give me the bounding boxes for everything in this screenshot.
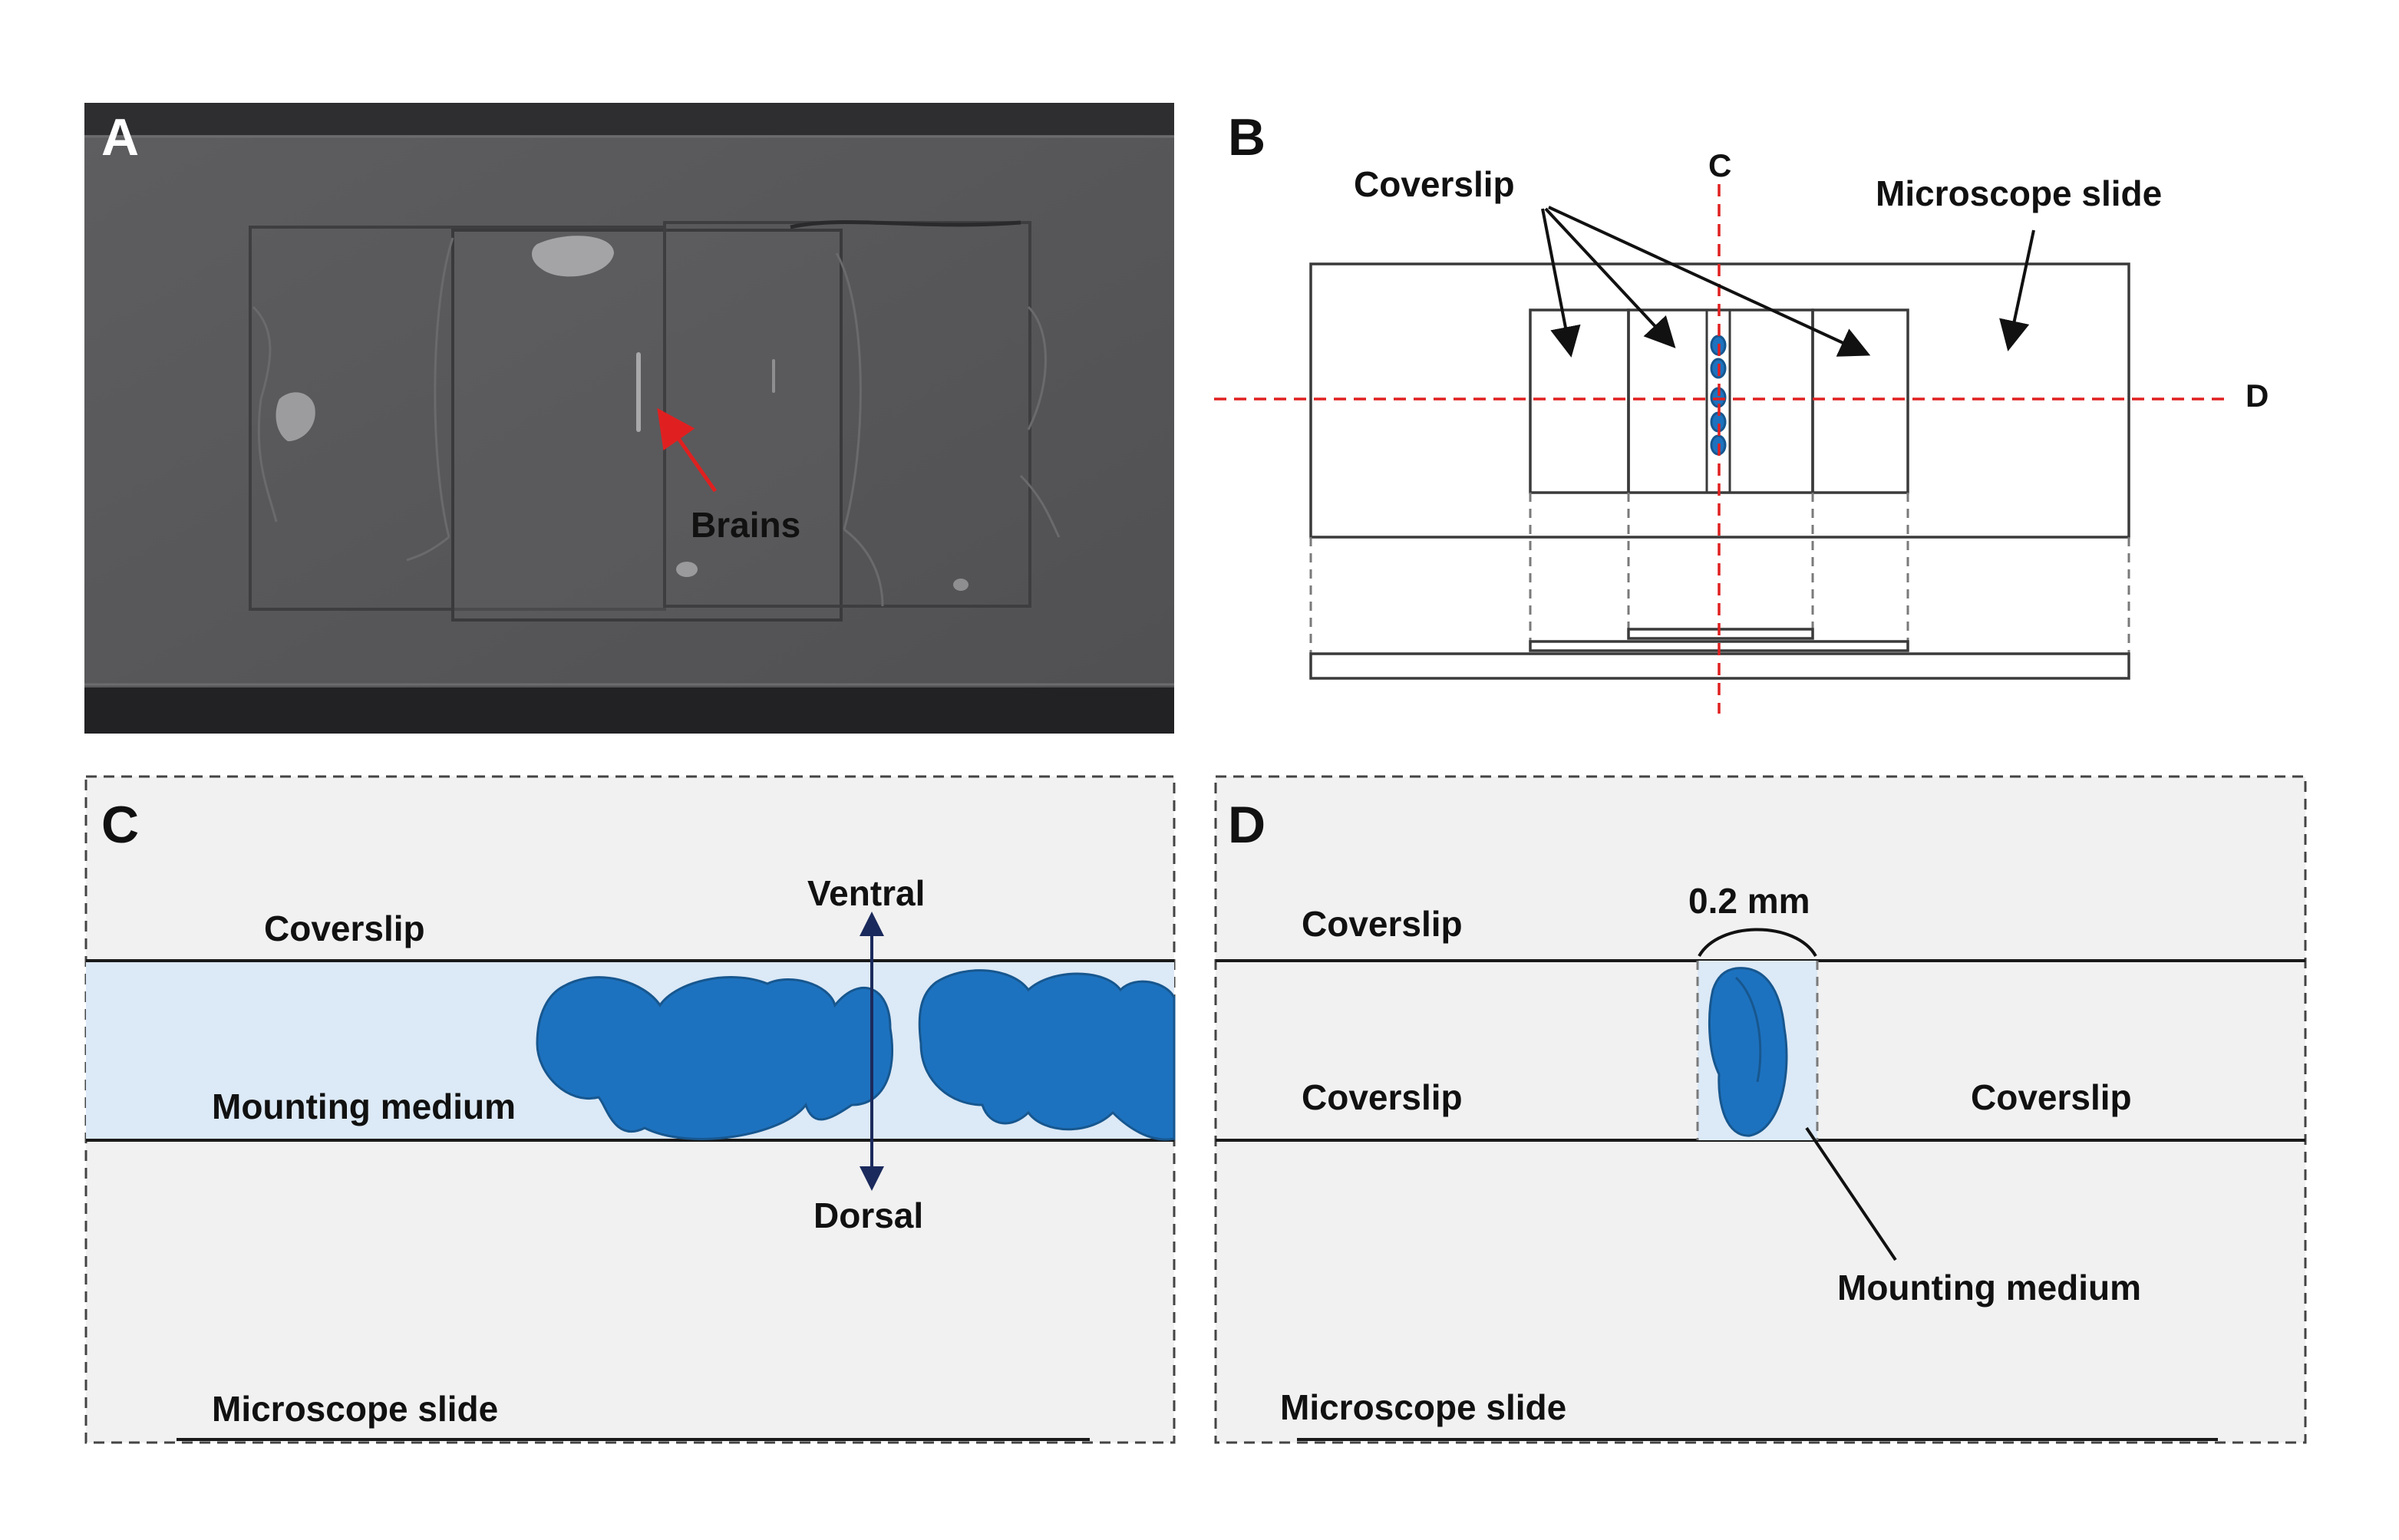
microscope-slide-label-d: Microscope slide — [1280, 1387, 1566, 1427]
brain-profile-1 — [536, 976, 894, 1140]
panel-a: Brains A — [84, 103, 1174, 734]
coverslip-arrow-2 — [1544, 207, 1676, 348]
medium-pointer-line — [1805, 1126, 1897, 1261]
microscope-slide-label-b: Microscope slide — [1876, 173, 2162, 213]
coverslip-left-label-d: Coverslip — [1302, 1077, 1463, 1117]
brains-label: Brains — [691, 505, 800, 545]
cut-c-label: C — [1708, 147, 1731, 183]
photo-top-dark-band — [84, 103, 1174, 135]
ventral-label: Ventral — [807, 873, 925, 913]
mounting-medium-label-c: Mounting medium — [212, 1087, 516, 1126]
photo-meniscus-right — [1019, 305, 1061, 538]
coverslip-top-left — [1529, 308, 1630, 494]
panel-a-letter: A — [101, 108, 139, 167]
photo-bottom-dark-band — [84, 688, 1174, 734]
coverslip-right-label-d: Coverslip — [1971, 1077, 2132, 1117]
panel-c: Ventral Dorsal Coverslip Mounting medium… — [84, 775, 1176, 1444]
brains-arrow — [657, 407, 718, 493]
coverslip-label-c: Coverslip — [264, 909, 425, 948]
brain-coronal-fold — [1734, 976, 1762, 1083]
width-label: 0.2 mm — [1688, 881, 1810, 921]
coverslip-top-label-d: Coverslip — [1302, 904, 1463, 944]
microscope-slide-label-c: Microscope slide — [212, 1389, 498, 1429]
mounting-medium-label-d: Mounting medium — [1837, 1268, 2141, 1308]
photo-coverslip-middle — [451, 229, 843, 622]
dorsal-label: Dorsal — [813, 1195, 923, 1235]
photo-meniscus-middle-left — [406, 237, 454, 562]
cut-d-label: D — [2246, 378, 2269, 414]
photo-background — [84, 103, 1174, 734]
coverslip-arrow-3 — [1548, 206, 1871, 357]
panel-d-letter: D — [1228, 796, 1265, 854]
photo-meniscus-middle-right — [835, 252, 884, 607]
photo-bubble-left — [276, 392, 315, 441]
panel-d: 0.2 mm Coverslip Coverslip Coverslip Mou… — [1214, 775, 2307, 1444]
width-bracket — [1698, 928, 1817, 958]
panel-c-letter: C — [101, 796, 139, 854]
panel-d-frame — [1214, 775, 2307, 1444]
panel-b: B C D Coverslip Microsc — [1214, 108, 2269, 714]
coverslip-top-right — [1811, 308, 1909, 494]
brain-coronal-d — [1708, 967, 1788, 1137]
panel-b-letter: B — [1228, 108, 1265, 167]
photo-bubble-top — [532, 236, 614, 277]
coverslip-arrow-1 — [1541, 208, 1581, 358]
photo-speck-right — [953, 579, 969, 591]
coverslip-side-upper — [1627, 628, 1814, 640]
brain-profile-2 — [918, 969, 1176, 1141]
photo-meniscus-left — [252, 305, 278, 523]
photo-speck-bottom — [676, 562, 698, 577]
slide-arrow — [1999, 229, 2035, 351]
photo-scratch-top — [790, 220, 1021, 229]
coverslip-label-b: Coverslip — [1354, 164, 1515, 204]
